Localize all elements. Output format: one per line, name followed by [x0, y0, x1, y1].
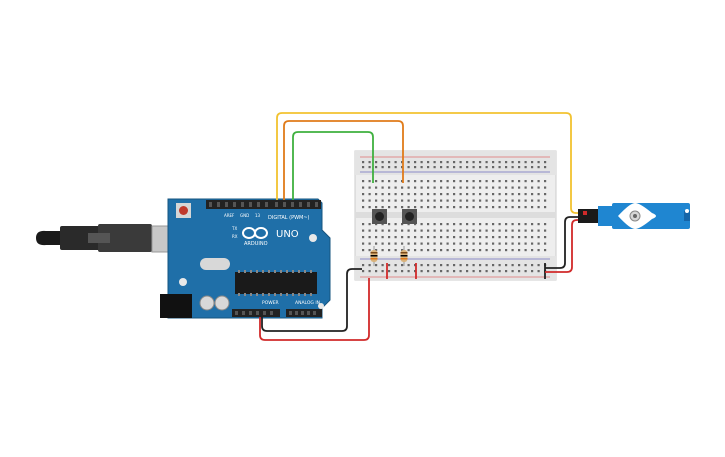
- wire-yellow-signal[interactable]: [276, 112, 587, 214]
- digital-label: DIGITAL (PWM~): [268, 215, 310, 221]
- breadboard[interactable]: [354, 150, 557, 281]
- analog-label: ANALOG IN: [295, 300, 320, 306]
- wire-black-ground[interactable]: [261, 268, 362, 332]
- resistor-2[interactable]: [400, 246, 408, 266]
- arduino-logo-icon: [242, 227, 268, 239]
- power-label: POWER: [262, 300, 279, 306]
- gnd-label: GND: [240, 213, 249, 218]
- arduino-uno[interactable]: AREF GND 13 DIGITAL (PWM~) ARDUINO UNO T…: [160, 198, 331, 319]
- digital-header[interactable]: [206, 200, 321, 209]
- rx-label: RX: [232, 234, 238, 239]
- wire-green-button[interactable]: [292, 131, 374, 200]
- wire-orange-button[interactable]: [283, 120, 404, 200]
- uno-label: UNO: [276, 229, 299, 240]
- wire-red-power[interactable]: [259, 278, 370, 341]
- usb-cable[interactable]: [36, 224, 175, 253]
- tx-label: TX: [231, 226, 237, 231]
- pin-13-label: 13: [255, 213, 261, 218]
- wire-red-servo[interactable]: [545, 219, 587, 273]
- pushbutton-1[interactable]: [372, 209, 387, 224]
- microcontroller-chip: [235, 272, 317, 294]
- aref-label: AREF: [224, 213, 235, 218]
- resistor-1[interactable]: [370, 246, 378, 266]
- power-jack[interactable]: [160, 294, 192, 318]
- wire-black-servo[interactable]: [545, 216, 587, 269]
- arduino-logo-text: ARDUINO: [244, 241, 268, 247]
- pushbutton-2[interactable]: [402, 209, 417, 224]
- servo-motor[interactable]: [578, 203, 690, 229]
- breadboard-holes: [362, 161, 547, 273]
